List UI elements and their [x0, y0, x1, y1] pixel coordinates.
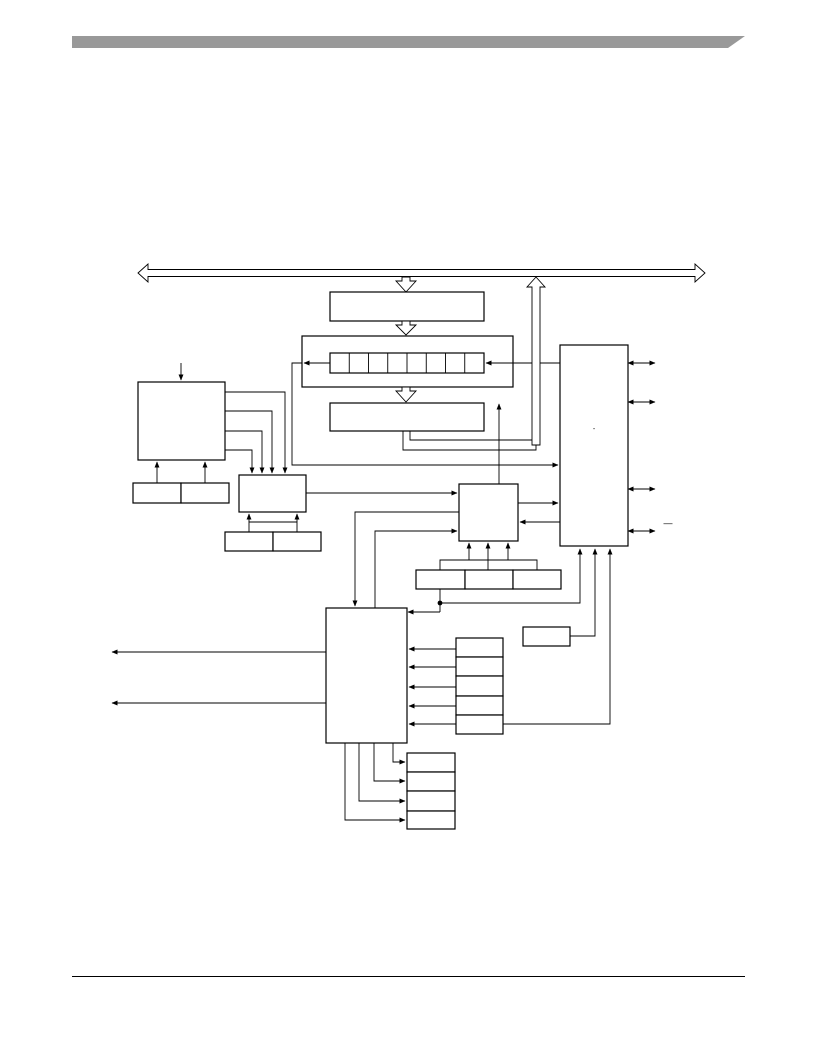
- right-pin-bar-mark: —: [664, 518, 673, 528]
- bottom-register: [329, 402, 485, 432]
- top-register: [329, 291, 485, 322]
- center-block: [458, 483, 519, 542]
- bus-to-top-register-arrow: [394, 276, 418, 293]
- center-block-sub-registers: [415, 569, 562, 590]
- system-bus: [137, 262, 706, 284]
- left-block-sub-registers: [132, 482, 230, 504]
- middle-block: [238, 474, 307, 513]
- header-bar: [72, 36, 745, 48]
- middle-block-sub-registers: [224, 531, 322, 552]
- read-path-arrow: [525, 276, 547, 446]
- left-block: [137, 381, 226, 461]
- right-block-mark: -: [593, 426, 596, 433]
- bottom-block: [325, 607, 408, 744]
- bottom-block-input-registers: [455, 637, 504, 735]
- shift-to-bottom-arrow: [394, 386, 418, 403]
- small-register: [522, 626, 571, 647]
- right-block: [559, 344, 629, 547]
- right-block-pins: [627, 360, 656, 534]
- bottom-block-output-registers: [406, 752, 456, 830]
- shift-register-cells: [329, 352, 485, 374]
- footer-rule: [72, 976, 745, 977]
- top-to-shift-arrow: [394, 320, 418, 336]
